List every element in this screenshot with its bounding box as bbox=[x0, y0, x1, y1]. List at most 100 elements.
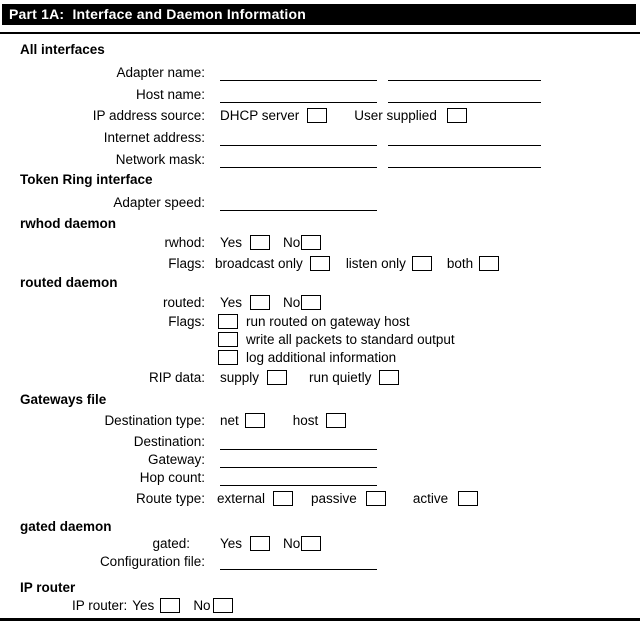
internet-address-label: Internet address: bbox=[103, 130, 205, 145]
external-checkbox[interactable] bbox=[273, 491, 294, 506]
rwhod-label: rwhod: bbox=[164, 235, 205, 250]
bottom-rule bbox=[0, 618, 640, 621]
heading-rwhod-daemon: rwhod daemon bbox=[20, 216, 117, 231]
gated-yes-label: Yes bbox=[220, 536, 243, 551]
dhcp-server-label: DHCP server bbox=[220, 108, 300, 123]
gated-no-label: No bbox=[283, 536, 301, 551]
adapter-speed-label: Adapter speed: bbox=[113, 195, 205, 210]
active-label: active bbox=[412, 491, 449, 506]
ip-router-no-checkbox[interactable] bbox=[212, 598, 233, 613]
passive-label: passive bbox=[311, 491, 357, 506]
supply-label: supply bbox=[220, 370, 260, 385]
routed-flag-run-routed: run routed on gateway host bbox=[218, 313, 410, 330]
host-label: host bbox=[292, 413, 319, 428]
active-checkbox[interactable] bbox=[458, 491, 479, 506]
configuration-file-blank[interactable] bbox=[220, 553, 377, 570]
routed-flags-label: Flags: bbox=[168, 314, 205, 329]
net-label: net bbox=[220, 413, 239, 428]
ip-router-yes-checkbox[interactable] bbox=[160, 598, 181, 613]
gated-yes-no: Yes No bbox=[220, 535, 322, 552]
ip-router-yes-label: Yes bbox=[132, 598, 155, 613]
flag-write-packets-checkbox[interactable] bbox=[218, 332, 238, 347]
listen-only-checkbox[interactable] bbox=[411, 256, 432, 271]
network-mask-blank-2[interactable] bbox=[388, 151, 541, 168]
listen-only-label: listen only bbox=[345, 256, 406, 271]
network-mask-label: Network mask: bbox=[115, 152, 205, 167]
adapter-speed-blank[interactable] bbox=[220, 194, 377, 211]
heading-routed-daemon: routed daemon bbox=[20, 275, 118, 290]
routed-yes-checkbox[interactable] bbox=[250, 295, 271, 310]
net-checkbox[interactable] bbox=[244, 413, 265, 428]
gateway-blank[interactable] bbox=[220, 451, 377, 468]
routed-yes-no: Yes No bbox=[220, 294, 322, 311]
route-type-label: Route type: bbox=[135, 491, 205, 506]
both-checkbox[interactable] bbox=[479, 256, 500, 271]
ip-address-source-options: DHCP server User supplied bbox=[220, 107, 467, 124]
run-quietly-label: run quietly bbox=[309, 370, 372, 385]
run-quietly-checkbox[interactable] bbox=[379, 370, 400, 385]
hop-count-blank[interactable] bbox=[220, 469, 377, 486]
ip-router-yes-no: IP router: Yes No bbox=[72, 597, 233, 614]
user-supplied-label: User supplied bbox=[354, 108, 437, 123]
flag-run-routed-label: run routed on gateway host bbox=[246, 314, 410, 329]
heading-token-ring: Token Ring interface bbox=[20, 172, 153, 187]
both-label: both bbox=[446, 256, 474, 271]
routed-flag-write-packets: write all packets to standard output bbox=[218, 331, 455, 348]
external-label: external bbox=[217, 491, 266, 506]
broadcast-only-checkbox[interactable] bbox=[309, 256, 330, 271]
heading-gateways-file: Gateways file bbox=[20, 392, 107, 407]
routed-no-checkbox[interactable] bbox=[301, 295, 322, 310]
supply-checkbox[interactable] bbox=[267, 370, 288, 385]
hop-count-label: Hop count: bbox=[139, 470, 205, 485]
rwhod-yes-no: Yes No bbox=[220, 234, 322, 251]
adapter-name-blank-2[interactable] bbox=[388, 64, 541, 81]
gated-no-checkbox[interactable] bbox=[301, 536, 322, 551]
broadcast-only-label: broadcast only bbox=[215, 256, 303, 271]
heading-gated-daemon: gated daemon bbox=[20, 519, 112, 534]
destination-type-label: Destination type: bbox=[104, 413, 205, 428]
rip-data-options: supply run quietly bbox=[220, 369, 400, 386]
gated-yes-checkbox[interactable] bbox=[250, 536, 271, 551]
internet-address-blank-2[interactable] bbox=[388, 129, 541, 146]
adapter-name-blank-1[interactable] bbox=[220, 64, 377, 81]
routed-yes-label: Yes bbox=[220, 295, 243, 310]
routed-flag-log-info: log additional information bbox=[218, 349, 396, 366]
ip-router-label: IP router: bbox=[72, 598, 128, 613]
user-supplied-checkbox[interactable] bbox=[446, 108, 467, 123]
ip-router-no-label: No bbox=[193, 598, 211, 613]
destination-type-options: net host bbox=[220, 412, 347, 429]
routed-no-label: No bbox=[283, 295, 301, 310]
rwhod-no-label: No bbox=[283, 235, 301, 250]
section-header-bar: Part 1A: Interface and Daemon Informatio… bbox=[2, 4, 636, 25]
host-name-blank-1[interactable] bbox=[220, 86, 377, 103]
network-mask-blank-1[interactable] bbox=[220, 151, 377, 168]
heading-ip-router: IP router bbox=[20, 580, 76, 595]
route-type-options: external passive active bbox=[217, 490, 479, 507]
configuration-file-label: Configuration file: bbox=[99, 554, 205, 569]
heading-all-interfaces: All interfaces bbox=[20, 42, 105, 57]
flag-log-info-checkbox[interactable] bbox=[218, 350, 238, 365]
dhcp-server-checkbox[interactable] bbox=[307, 108, 328, 123]
routed-label: routed: bbox=[162, 295, 205, 310]
passive-checkbox[interactable] bbox=[365, 491, 386, 506]
flag-write-packets-label: write all packets to standard output bbox=[246, 332, 455, 347]
host-checkbox[interactable] bbox=[326, 413, 347, 428]
internet-address-blank-1[interactable] bbox=[220, 129, 377, 146]
adapter-name-label: Adapter name: bbox=[116, 65, 205, 80]
flag-run-routed-checkbox[interactable] bbox=[218, 314, 238, 329]
rwhod-no-checkbox[interactable] bbox=[301, 235, 322, 250]
host-name-label: Host name: bbox=[135, 87, 205, 102]
gateway-label: Gateway: bbox=[147, 452, 205, 467]
destination-blank[interactable] bbox=[220, 433, 377, 450]
ip-address-source-label: IP address source: bbox=[92, 108, 205, 123]
flag-log-info-label: log additional information bbox=[246, 350, 397, 365]
destination-label: Destination: bbox=[133, 434, 205, 449]
rwhod-flags-options: broadcast only listen only both bbox=[215, 255, 500, 272]
top-rule bbox=[0, 32, 640, 34]
rwhod-flags-label: Flags: bbox=[168, 256, 205, 271]
rwhod-yes-checkbox[interactable] bbox=[250, 235, 271, 250]
host-name-blank-2[interactable] bbox=[388, 86, 541, 103]
rip-data-label: RIP data: bbox=[148, 370, 205, 385]
page-title: Part 1A: Interface and Daemon Informatio… bbox=[9, 6, 307, 22]
gated-label: gated: bbox=[152, 536, 190, 551]
